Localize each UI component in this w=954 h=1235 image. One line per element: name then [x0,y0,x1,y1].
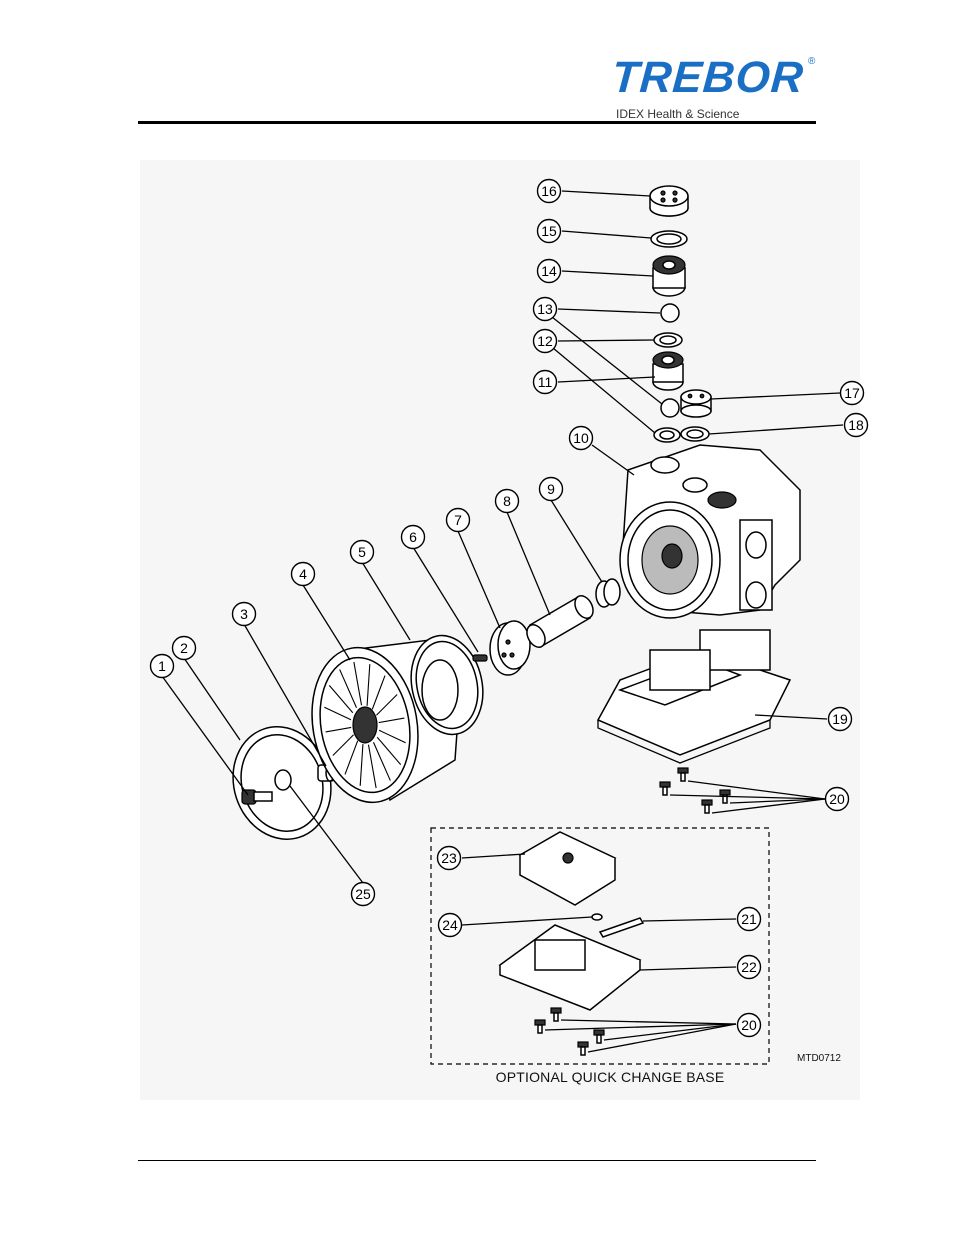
callout-number: 17 [844,385,860,401]
callout-number: 21 [741,911,757,927]
leader-lines [161,190,844,1053]
logo-registered-mark: ® [808,56,816,67]
part-18-o-ring [680,426,710,442]
callout-c17: 17 [839,380,865,406]
part-20-screws-upper [659,767,731,814]
part-14-valve-cage [652,255,686,297]
part-24-ring [591,913,603,921]
callout-number: 1 [158,658,166,674]
callout-number: 6 [409,529,417,545]
part-5-diaphragm [410,634,484,736]
part-6-pin [472,654,488,662]
part-12-seal-lower [653,427,681,443]
callout-number: 5 [358,544,366,560]
callout-c20a: 20 [824,786,850,812]
callout-c11: 11 [532,369,558,395]
part-7-disc [489,620,531,676]
callout-c19: 19 [827,706,853,732]
part-9-o-rings [595,578,621,608]
callout-c10: 10 [568,425,594,451]
part-20-screws-lower [534,1007,605,1056]
callout-number: 19 [832,711,848,727]
callout-c21: 21 [736,906,762,932]
callout-c4: 4 [290,561,316,587]
optional-base-frame [430,827,770,1065]
callout-number: 2 [180,640,188,656]
callout-c1: 1 [149,653,175,679]
callout-number: 18 [848,417,864,433]
callout-c7: 7 [445,507,471,533]
callout-number: 8 [503,493,511,509]
callout-number: 16 [541,183,557,199]
callout-number: 9 [547,481,555,497]
callout-c6: 6 [400,524,426,550]
part-21-pin [598,917,645,938]
callout-number: 25 [355,886,371,902]
callout-number: 11 [538,374,553,390]
callout-c5: 5 [349,539,375,565]
part-1-screw [241,789,273,805]
part-15-o-ring [650,230,688,248]
callout-group: 1234567891011121314151617181920202122232… [149,178,869,1038]
part-16-cap [649,185,689,217]
callout-number: 20 [741,1017,757,1033]
callout-number: 12 [537,333,553,349]
callout-number: 4 [299,566,307,582]
callout-c14: 14 [536,258,562,284]
part-10-pump-body [619,444,801,619]
callout-c2: 2 [171,635,197,661]
part-8-shaft [526,595,594,648]
callout-number: 24 [442,917,458,933]
footer-rule [138,1160,816,1161]
callout-number: 10 [573,430,589,446]
header-rule [138,121,816,124]
part-19-base [596,629,792,764]
callout-c12: 12 [532,328,558,354]
callout-number: 20 [829,791,845,807]
callout-number: 23 [441,850,457,866]
callout-c13: 13 [532,296,558,322]
part-22-quick-change-base [498,924,642,1011]
callout-number: 3 [240,606,248,622]
callout-c20b: 20 [736,1012,762,1038]
part-12-seal [653,332,683,348]
callout-c3: 3 [231,601,257,627]
callout-c22: 22 [736,954,762,980]
part-23-plate [518,831,617,906]
callout-number: 7 [454,512,462,528]
callout-c15: 15 [536,218,562,244]
callout-c24: 24 [437,912,463,938]
callout-c25: 25 [350,881,376,907]
callout-c23: 23 [436,845,462,871]
callout-number: 13 [537,301,553,317]
callout-c8: 8 [494,488,520,514]
callout-number: 22 [741,959,757,975]
callout-number: 14 [541,263,557,279]
trebor-logo: TREBOR ® IDEX Health & Science [610,53,822,126]
part-13-ball [660,303,680,323]
logo-subtitle: IDEX Health & Science [616,107,740,121]
part-13-ball-lower [660,398,680,418]
part-17-cap [680,389,712,418]
part-11-valve-cage [652,351,684,391]
callout-c18: 18 [843,412,869,438]
callout-number: 15 [541,223,557,239]
optional-base-label: OPTIONAL QUICK CHANGE BASE [495,1069,725,1085]
drawing-code: MTD0712 [797,1053,841,1064]
callout-c9: 9 [538,476,564,502]
callout-c16: 16 [536,178,562,204]
